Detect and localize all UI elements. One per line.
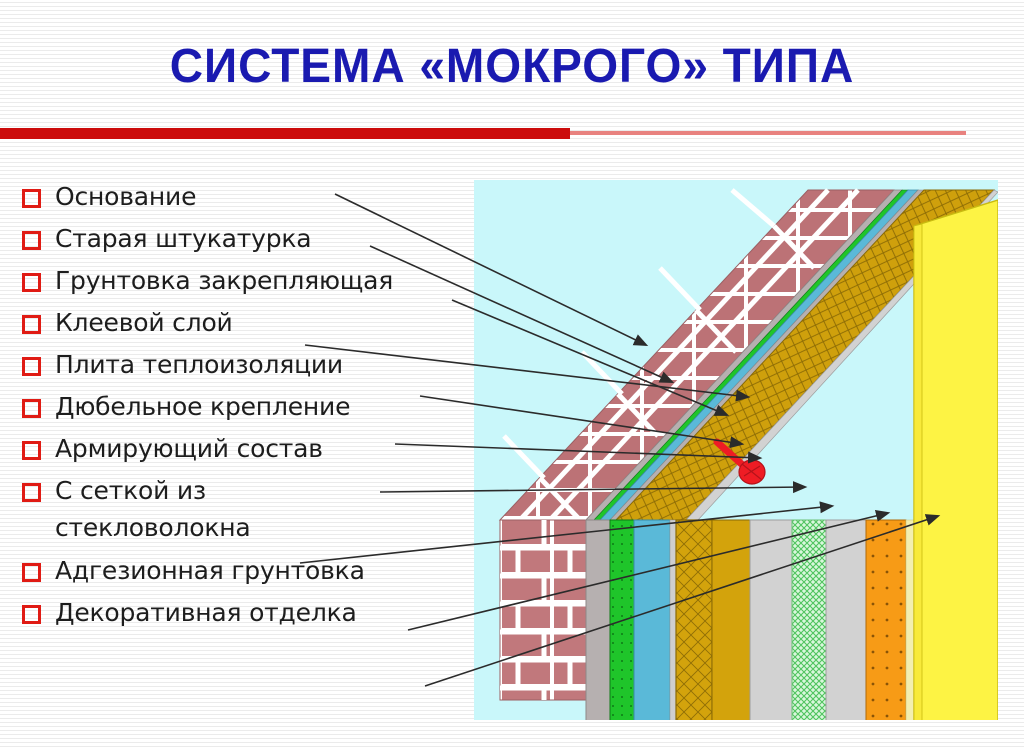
checkbox-icon[interactable] <box>22 357 41 376</box>
list-item[interactable]: Старая штукатурка <box>22 220 472 258</box>
layer-decorative-finish <box>913 199 998 720</box>
checkbox-icon[interactable] <box>22 563 41 582</box>
title-rule-thin <box>570 131 966 135</box>
layer-reinforcing <box>749 519 793 720</box>
checkbox-icon[interactable] <box>22 273 41 292</box>
wall-front-face <box>499 519 587 701</box>
layer-old-plaster <box>585 519 611 720</box>
checkbox-icon[interactable] <box>22 399 41 418</box>
list-item[interactable]: Декоративная отделка <box>22 594 472 632</box>
list-item-label: Дюбельное крепление <box>55 392 351 421</box>
title-rule-thick <box>0 128 570 139</box>
checkbox-icon[interactable] <box>22 441 41 460</box>
checkbox-icon[interactable] <box>22 605 41 624</box>
layer-mesh <box>791 519 827 720</box>
list-item-label: Грунтовка закрепляющая <box>55 266 394 295</box>
checkbox-icon[interactable] <box>22 315 41 334</box>
list-item[interactable]: С сеткой из стекловолокна <box>22 472 472 548</box>
list-item-label: Старая штукатурка <box>55 224 312 253</box>
checkbox-icon[interactable] <box>22 189 41 208</box>
layer-adhesive <box>633 519 671 720</box>
checkbox-icon[interactable] <box>22 483 41 502</box>
list-item[interactable]: Плита теплоизоляции <box>22 346 472 384</box>
layer-primer <box>609 519 635 720</box>
list-item-label: Армирующий состав <box>55 434 323 463</box>
layer-stack-elevation <box>585 519 915 720</box>
wall-section-diagram <box>474 180 998 720</box>
list-item[interactable]: Дюбельное крепление <box>22 388 472 426</box>
list-item[interactable]: Армирующий состав <box>22 430 472 468</box>
legend-list: Основание Старая штукатурка Грунтовка за… <box>22 178 472 636</box>
list-item-label: Декоративная отделка <box>55 598 357 627</box>
list-item-label: Основание <box>55 182 197 211</box>
checkbox-icon[interactable] <box>22 231 41 250</box>
layer-adhesion-primer <box>865 519 907 720</box>
list-item[interactable]: Основание <box>22 178 472 216</box>
list-item[interactable]: Адгезионная грунтовка <box>22 552 472 590</box>
list-item-label: С сеткой из стекловолокна <box>55 476 251 542</box>
list-item-label: Плита теплоизоляции <box>55 350 343 379</box>
list-item-label: Клеевой слой <box>55 308 233 337</box>
list-item[interactable]: Клеевой слой <box>22 304 472 342</box>
page-title: СИСТЕМА «МОКРОГО» ТИПА <box>169 40 855 93</box>
list-item[interactable]: Грунтовка закрепляющая <box>22 262 472 300</box>
list-item-label: Адгезионная грунтовка <box>55 556 365 585</box>
layer-insulation <box>675 519 713 720</box>
